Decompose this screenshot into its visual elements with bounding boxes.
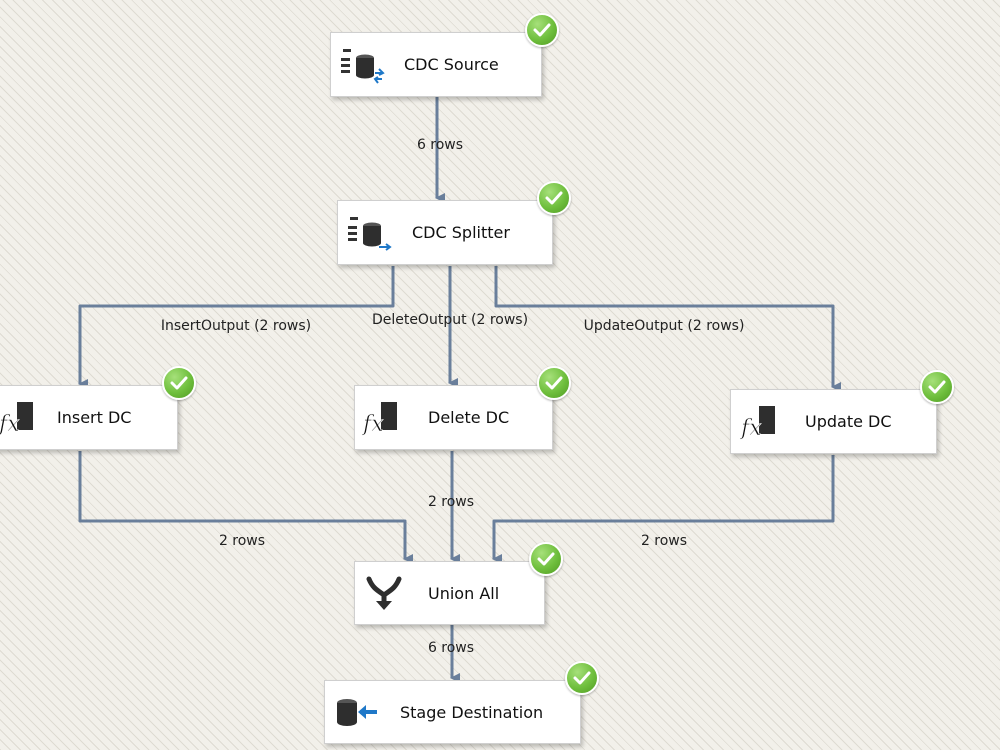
node-update-dc[interactable]: fx Update DC xyxy=(730,389,937,454)
success-check-icon xyxy=(529,542,563,576)
success-check-icon xyxy=(920,370,954,404)
edge-label-update-to-union: 2 rows xyxy=(640,533,688,549)
node-label: Stage Destination xyxy=(400,702,544,722)
edge-label-delete-to-union: 2 rows xyxy=(427,494,475,510)
node-label: Insert DC xyxy=(57,408,132,427)
svg-text:fx: fx xyxy=(739,416,762,441)
success-check-icon xyxy=(537,366,571,400)
node-cdc-source[interactable]: CDC Source xyxy=(330,32,542,97)
edge-label-insert-to-union: 2 rows xyxy=(218,533,266,549)
edge-label-update-output: UpdateOutput (2 rows) xyxy=(583,318,745,334)
derived-column-icon: fx xyxy=(361,401,397,437)
cdc-splitter-icon xyxy=(348,216,392,251)
node-label: CDC Splitter xyxy=(412,223,510,242)
path-insert-to-union[interactable] xyxy=(78,451,413,564)
node-label: CDC Source xyxy=(404,55,499,74)
edge-label-source-to-splitter: 6 rows xyxy=(416,137,464,153)
node-label: Update DC xyxy=(805,412,892,431)
path-update-output[interactable] xyxy=(494,266,841,392)
destination-icon xyxy=(337,699,377,726)
success-check-icon xyxy=(537,181,571,215)
path-insert-output[interactable] xyxy=(78,266,395,389)
node-label: Union All xyxy=(428,583,500,603)
success-check-icon xyxy=(162,366,196,400)
edge-label-delete-output: DeleteOutput (2 rows) xyxy=(371,312,529,328)
derived-column-icon: fx xyxy=(0,401,33,437)
edge-label-union-to-destination: 6 rows xyxy=(427,640,475,656)
node-stage-destination[interactable]: Stage Destination xyxy=(324,680,581,744)
node-insert-dc[interactable]: fx Insert DC xyxy=(0,385,178,450)
node-union-all[interactable]: Union All xyxy=(354,561,545,625)
svg-text:fx: fx xyxy=(0,412,20,437)
cdc-source-icon xyxy=(341,48,385,84)
node-label: Delete DC xyxy=(428,408,510,427)
node-cdc-splitter[interactable]: CDC Splitter xyxy=(337,200,553,265)
node-delete-dc[interactable]: fx Delete DC xyxy=(354,385,553,450)
derived-column-icon: fx xyxy=(739,405,775,441)
union-all-icon xyxy=(366,576,402,610)
success-check-icon xyxy=(565,661,599,695)
edge-label-insert-output: InsertOutput (2 rows) xyxy=(160,318,312,334)
success-check-icon xyxy=(525,13,559,47)
path-update-to-union[interactable] xyxy=(492,455,835,564)
svg-text:fx: fx xyxy=(361,412,384,437)
